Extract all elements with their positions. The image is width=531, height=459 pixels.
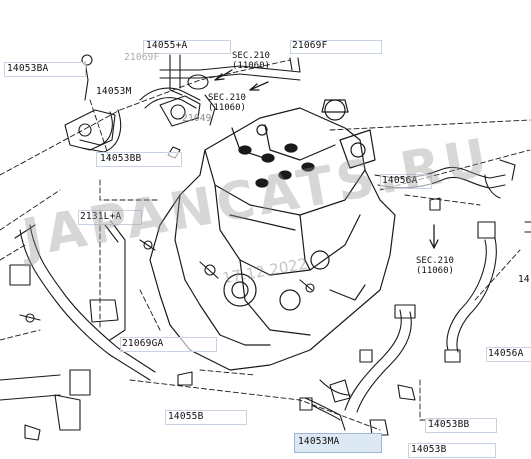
label-box-14056a-lower bbox=[486, 347, 531, 362]
label-box-14053bb-left bbox=[96, 152, 182, 167]
part-label-14053b[interactable]: 14053B bbox=[411, 444, 447, 455]
label-box-14055b bbox=[165, 410, 247, 425]
part-label-14056a-lower[interactable]: 14056A bbox=[488, 348, 524, 359]
label-box-14053bb-lower bbox=[425, 418, 497, 433]
left-hoses bbox=[0, 219, 219, 441]
label-box-14056a-right bbox=[380, 174, 432, 189]
part-label-14053ba[interactable]: 14053BA bbox=[7, 63, 49, 74]
engine-block bbox=[149, 99, 396, 371]
sec-ref-right-code: SEC.210 bbox=[416, 256, 454, 266]
part-label-21069f-faint: 21069F bbox=[124, 52, 160, 63]
part-label-2131la[interactable]: 2131L+A bbox=[80, 211, 122, 222]
part-label-14053bb-left[interactable]: 14053BB bbox=[100, 153, 142, 164]
part-label-21049[interactable]: 21049 bbox=[182, 113, 212, 124]
label-box-21069f bbox=[290, 40, 382, 54]
part-label-21069ga[interactable]: 21069GA bbox=[122, 338, 164, 349]
part-label-14-edge[interactable]: 14 bbox=[518, 274, 530, 285]
part-label-21069f[interactable]: 21069F bbox=[292, 40, 328, 51]
part-label-14053bb-lower[interactable]: 14053BB bbox=[428, 419, 470, 430]
part-label-14055a[interactable]: 14055+A bbox=[146, 40, 188, 51]
part-label-14055b[interactable]: 14055B bbox=[168, 411, 204, 422]
label-box-21069ga bbox=[120, 337, 217, 352]
label-box-14053ba bbox=[4, 62, 86, 77]
sec-ref-upper-sub: (11060) bbox=[232, 61, 270, 71]
label-highlight-14053ma bbox=[294, 433, 382, 453]
sec-ref-upper[interactable]: SEC.210 (11060) bbox=[232, 51, 270, 71]
sec-ref-right[interactable]: SEC.210 (11060) bbox=[416, 256, 454, 276]
label-box-14055a bbox=[143, 40, 231, 54]
sec-ref-middle[interactable]: SEC.210 (11060) bbox=[208, 93, 246, 113]
sec-arrows bbox=[214, 69, 439, 249]
label-box-2131la bbox=[78, 210, 142, 225]
part-label-14053m[interactable]: 14053M bbox=[96, 86, 132, 97]
label-box-14053b bbox=[408, 443, 496, 458]
upper-hoses bbox=[64, 54, 301, 159]
sec-ref-right-sub: (11060) bbox=[416, 266, 454, 276]
sec-ref-upper-code: SEC.210 bbox=[232, 51, 270, 61]
part-label-14053ma[interactable]: 14053MA bbox=[298, 436, 340, 447]
part-label-14056a-right[interactable]: 14056A bbox=[382, 175, 418, 186]
sec-ref-middle-code: SEC.210 bbox=[208, 93, 246, 103]
sec-ref-middle-sub: (11060) bbox=[208, 103, 246, 113]
